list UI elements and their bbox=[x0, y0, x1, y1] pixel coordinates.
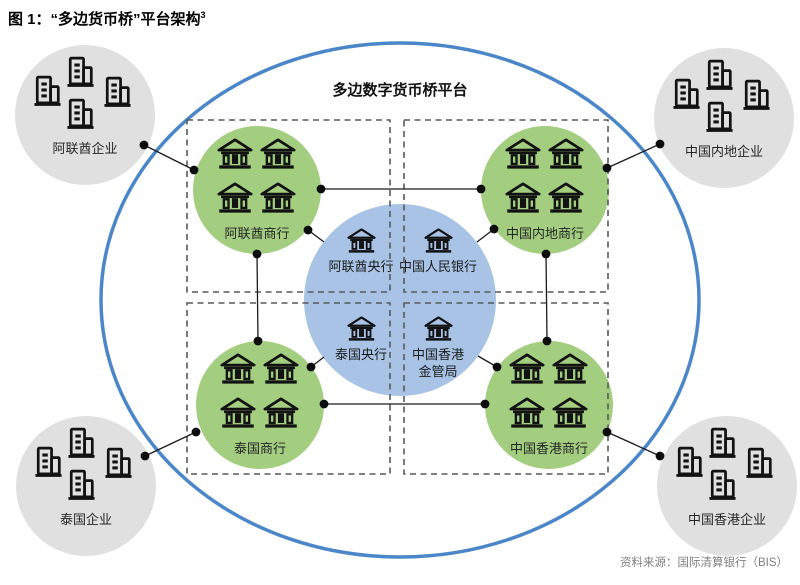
central-bank-china: 中国人民银行 bbox=[390, 228, 486, 275]
enterprise-circle-china-hongkong: 中国香港企业 bbox=[657, 416, 797, 556]
commercial-bank-circle-china-mainland: 中国内地商行 bbox=[481, 126, 609, 254]
commercial-bank-label-thailand: 泰国商行 bbox=[233, 441, 286, 456]
central-bank-label-china-hongkong: 中国香港金管局 bbox=[411, 347, 464, 379]
central-bank-label-uae: 阿联酋央行 bbox=[328, 259, 394, 274]
bank-icon bbox=[424, 228, 453, 253]
enterprise-label-thailand: 泰国企业 bbox=[59, 512, 112, 527]
figure-title-footnote: 3 bbox=[200, 10, 206, 20]
building-icon bbox=[709, 427, 736, 460]
platform-title: 多边数字货币桥平台 bbox=[332, 82, 468, 99]
bank-icon bbox=[263, 353, 299, 384]
bank-icon bbox=[217, 138, 253, 169]
enterprise-circle-uae: 阿联酋企业 bbox=[15, 45, 155, 185]
building-icon bbox=[709, 469, 736, 502]
bank-icon bbox=[263, 397, 299, 428]
commercial-bank-circle-china-hongkong: 中国香港商行 bbox=[485, 341, 613, 469]
bank-icon bbox=[424, 316, 453, 341]
building-icon bbox=[104, 76, 131, 109]
link-cn-hk-banks bbox=[545, 253, 548, 342]
bank-icon bbox=[220, 397, 256, 428]
central-bank-label-thailand: 泰国央行 bbox=[334, 347, 387, 362]
bank-icon bbox=[509, 397, 545, 428]
bank-icon bbox=[552, 397, 588, 428]
building-icon bbox=[743, 79, 770, 112]
link-hk-ent-bank bbox=[606, 431, 661, 457]
commercial-bank-circle-thailand: 泰国商行 bbox=[196, 341, 324, 469]
building-icon bbox=[67, 98, 94, 131]
enterprise-label-uae: 阿联酋企业 bbox=[52, 141, 118, 156]
bank-icon bbox=[548, 138, 584, 169]
bank-icon bbox=[509, 353, 545, 384]
central-bank-circle: 阿联酋央行 中国人民银行 泰国央行 中国香港金管局 bbox=[304, 204, 496, 396]
commercial-bank-circle-uae: 阿联酋商行 bbox=[193, 126, 321, 254]
enterprise-label-china-hongkong: 中国香港企业 bbox=[687, 512, 766, 527]
enterprise-label-china-mainland: 中国内地企业 bbox=[684, 144, 763, 159]
commercial-bank-label-china-mainland: 中国内地商行 bbox=[505, 226, 584, 241]
commercial-bank-label-uae: 阿联酋商行 bbox=[224, 226, 290, 241]
building-icon bbox=[35, 446, 62, 479]
link-th-ent-bank bbox=[144, 431, 197, 457]
figure-title-text: 图 1：“多边货币桥”平台架构 bbox=[8, 11, 201, 28]
source-note: 资料来源：国际清算银行（BIS） bbox=[619, 557, 788, 569]
building-icon bbox=[67, 56, 94, 89]
bank-icon bbox=[217, 182, 253, 213]
figure-title: 图 1：“多边货币桥”平台架构3 bbox=[8, 8, 206, 29]
bank-icon bbox=[260, 138, 296, 169]
enterprise-circle-china-mainland: 中国内地企业 bbox=[654, 48, 794, 188]
bank-icon bbox=[220, 353, 256, 384]
building-icon bbox=[746, 447, 773, 480]
building-icon bbox=[676, 446, 703, 479]
building-icon bbox=[706, 101, 733, 134]
enterprise-circle-thailand: 泰国企业 bbox=[16, 416, 156, 556]
bank-icon bbox=[505, 182, 541, 213]
commercial-bank-label-china-hongkong: 中国香港商行 bbox=[509, 441, 588, 456]
bank-icon bbox=[552, 353, 588, 384]
bank-icon bbox=[347, 228, 376, 253]
building-icon bbox=[68, 469, 95, 502]
bank-icon bbox=[347, 316, 376, 341]
building-icon bbox=[673, 78, 700, 111]
building-icon bbox=[68, 427, 95, 460]
bank-icon bbox=[548, 182, 584, 213]
bank-icon bbox=[505, 138, 541, 169]
central-bank-china-hongkong: 中国香港金管局 bbox=[390, 316, 486, 380]
building-icon bbox=[34, 75, 61, 108]
link-cn-ent-bank bbox=[606, 143, 661, 169]
building-icon bbox=[105, 447, 132, 480]
central-bank-label-china: 中国人民银行 bbox=[398, 259, 477, 274]
bank-icon bbox=[260, 182, 296, 213]
building-icon bbox=[706, 59, 733, 92]
link-uae-th-banks bbox=[256, 253, 259, 342]
